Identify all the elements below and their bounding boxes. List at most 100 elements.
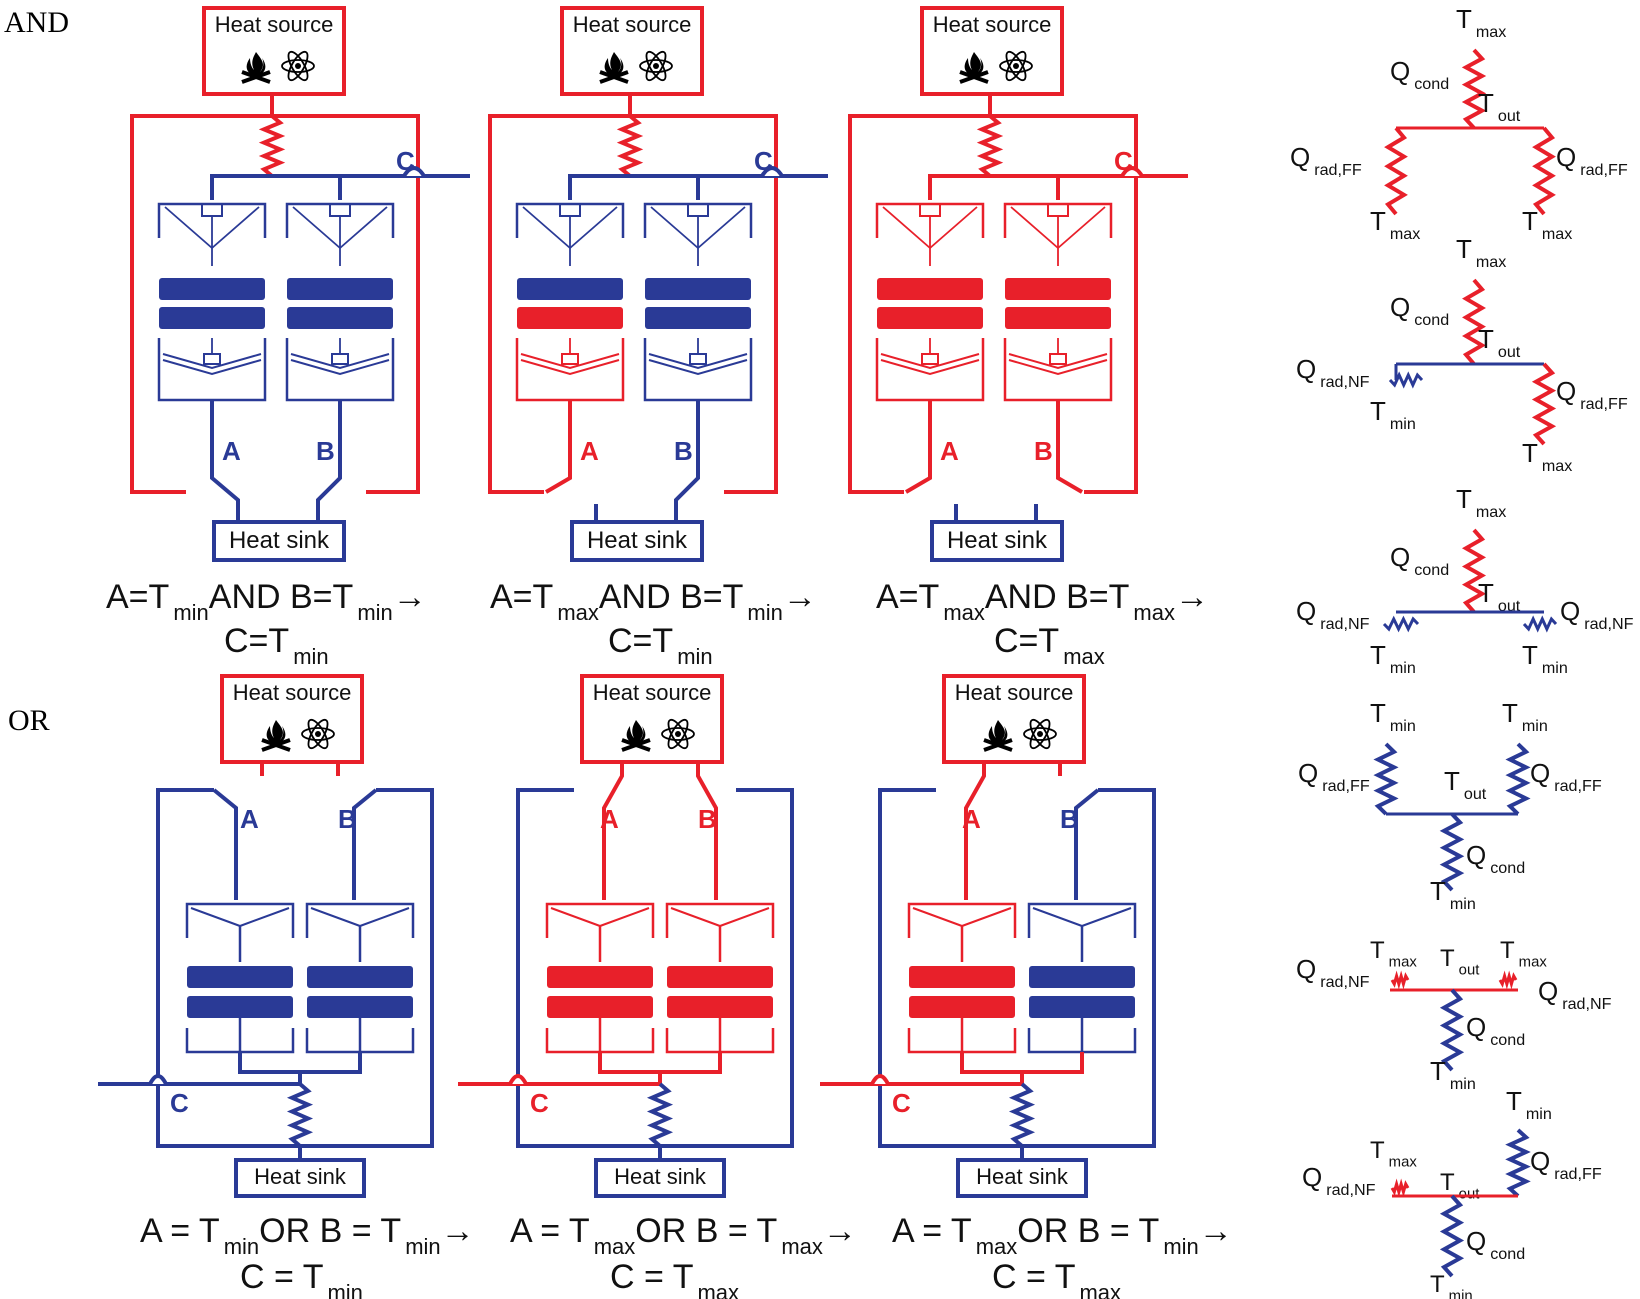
label-C: C: [892, 1088, 911, 1118]
leg-B: [1056, 400, 1084, 494]
leg-B: [674, 400, 700, 522]
outer-frame: [848, 114, 1138, 494]
heat-sink-box: Heat sink: [212, 520, 346, 562]
rad-right: [1531, 362, 1557, 446]
device-A: [875, 202, 985, 402]
label-B: B: [1060, 804, 1079, 834]
rad-right: [1505, 742, 1531, 816]
device-A-bar-bottom: [517, 307, 623, 329]
heat-source-box-label: Heat source: [955, 680, 1074, 705]
device-B-bar-top: [1029, 966, 1135, 988]
label-B: B: [698, 804, 717, 834]
heat-sink-box: Heat sink: [594, 1158, 726, 1198]
device-B-bar-bottom: [287, 307, 393, 329]
device-A: [907, 902, 1017, 1054]
device-B-bar-bottom: [1029, 996, 1135, 1018]
leg-B: [352, 788, 378, 900]
device-A-bar-top: [187, 966, 293, 988]
label-A: A: [580, 436, 599, 466]
leg-A-top: [602, 762, 624, 900]
rad-nf-right: [1522, 615, 1558, 633]
c-bus: [568, 174, 828, 200]
c-bus-join: [238, 1052, 362, 1074]
label-C: C: [530, 1088, 549, 1118]
device-B-bar-top: [307, 966, 413, 988]
heat-source-box-label: Heat source: [215, 12, 334, 37]
heat-source-box-label: Heat source: [933, 12, 1052, 37]
device-A: [515, 202, 625, 402]
cond-spring: [1461, 48, 1487, 130]
label-C: C: [170, 1088, 189, 1118]
source-spring: [616, 114, 644, 178]
device-B: [285, 202, 395, 402]
device-A-bar-bottom: [187, 996, 293, 1018]
heat-sink-box: Heat sink: [930, 520, 1064, 562]
heat-sink-box-label: Heat sink: [254, 1164, 347, 1189]
c-bus: [928, 174, 1188, 200]
heat-source-box: Heat source: [560, 6, 704, 96]
outer-frame: [130, 114, 420, 494]
device-B-bar-top: [667, 966, 773, 988]
leg-A: [904, 400, 932, 494]
device-B: [1003, 202, 1113, 402]
heat-sink-box: Heat sink: [570, 520, 704, 562]
label-A: A: [240, 804, 259, 834]
label-A: A: [600, 804, 619, 834]
rad-left: [1373, 742, 1399, 816]
sink-spring: [1008, 1082, 1036, 1148]
heat-sink-box: Heat sink: [234, 1158, 366, 1198]
device-A-bar-top: [517, 278, 623, 300]
heat-sink-box-label: Heat sink: [614, 1164, 707, 1189]
rad-right: [1505, 1128, 1531, 1198]
device-A-bar-top: [547, 966, 653, 988]
leg-A: [212, 788, 238, 900]
device-A-bar-top: [877, 278, 983, 300]
outer-frame: [878, 788, 1156, 1148]
heat-source-box: Heat source: [942, 674, 1086, 764]
c-bus: [210, 174, 470, 200]
device-B-bar-top: [287, 278, 393, 300]
label-B: B: [674, 436, 693, 466]
heat-source-box: Heat source: [580, 674, 724, 764]
device-B: [643, 202, 753, 402]
device-A-bar-top: [159, 278, 265, 300]
cond-spring: [1439, 1194, 1465, 1278]
